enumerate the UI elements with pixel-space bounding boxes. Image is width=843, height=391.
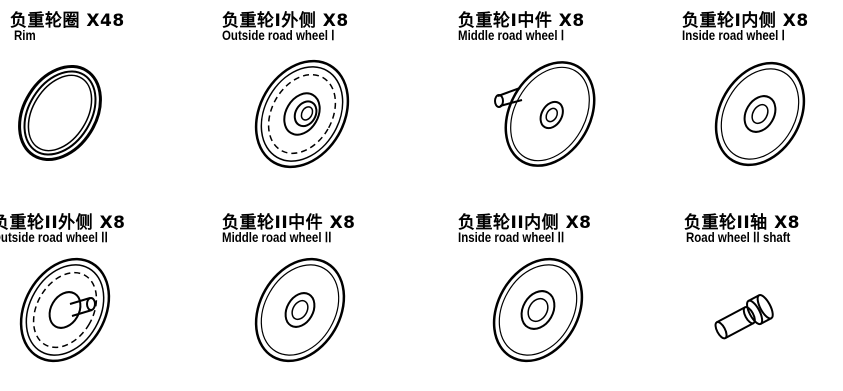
part-label-en: Inside road wheel Ⅰ [682,27,785,43]
part-label-en: Inside road wheel ⅠⅠ [458,229,565,245]
part-middle-road-wheel-1: 负重轮I中件 X8 Middle road wheel Ⅰ [458,6,668,189]
inside-road-wheel-2-icon [492,257,584,363]
part-middle-road-wheel-2: 负重轮II中件 X8 Middle road wheel ⅠⅠ [222,208,432,391]
part-label-en: Middle road wheel ⅠⅠ [222,229,332,245]
part-inside-road-wheel-2: 负重轮II内侧 X8 Inside road wheel ⅠⅠ [458,208,668,391]
part-label-en: Road wheel ⅠⅠ shaft [686,229,791,245]
part-label-cn: 负重轮I中件 X8 [458,11,585,31]
part-label-cn: 负重轮II内侧 X8 [458,213,592,233]
part-label-cn: 负重轮I内侧 X8 [682,11,809,31]
part-label-cn: 负重轮圈 X48 [10,11,125,31]
part-label-cn: 负重轮I外侧 X8 [222,11,349,31]
part-inside-road-wheel-1: 负重轮I内侧 X8 Inside road wheel Ⅰ [682,6,843,189]
part-road-wheel-2-shaft: 负重轮II轴 X8 Road wheel ⅠⅠ shaft [684,208,843,391]
road-wheel-2-shaft-icon [714,294,774,340]
part-label-cn: 负重轮II轴 X8 [684,213,801,233]
inside-road-wheel-1-icon [714,61,806,167]
outside-road-wheel-2-icon [19,257,111,363]
middle-road-wheel-2-icon [254,257,346,363]
part-outside-road-wheel-1: 负重轮I外侧 X8 Outside road wheel Ⅰ [222,6,432,189]
part-label-en: Rim [14,27,36,43]
middle-road-wheel-1-icon [494,61,596,167]
rim-icon [18,65,102,161]
part-outside-road-wheel-2: 负重轮II外侧 X8 Outside road wheel ⅠⅠ [0,208,202,391]
part-label-en: Middle road wheel Ⅰ [458,27,565,43]
part-rim: 负重轮圈 X48 Rim [10,6,220,189]
part-label-cn: 负重轮II中件 X8 [222,213,356,233]
part-label-cn: 负重轮II外侧 X8 [0,213,126,233]
outside-road-wheel-1-icon [254,59,350,169]
part-label-en: Outside road wheel Ⅰ [222,27,335,43]
part-label-en: Outside road wheel ⅠⅠ [0,229,108,245]
